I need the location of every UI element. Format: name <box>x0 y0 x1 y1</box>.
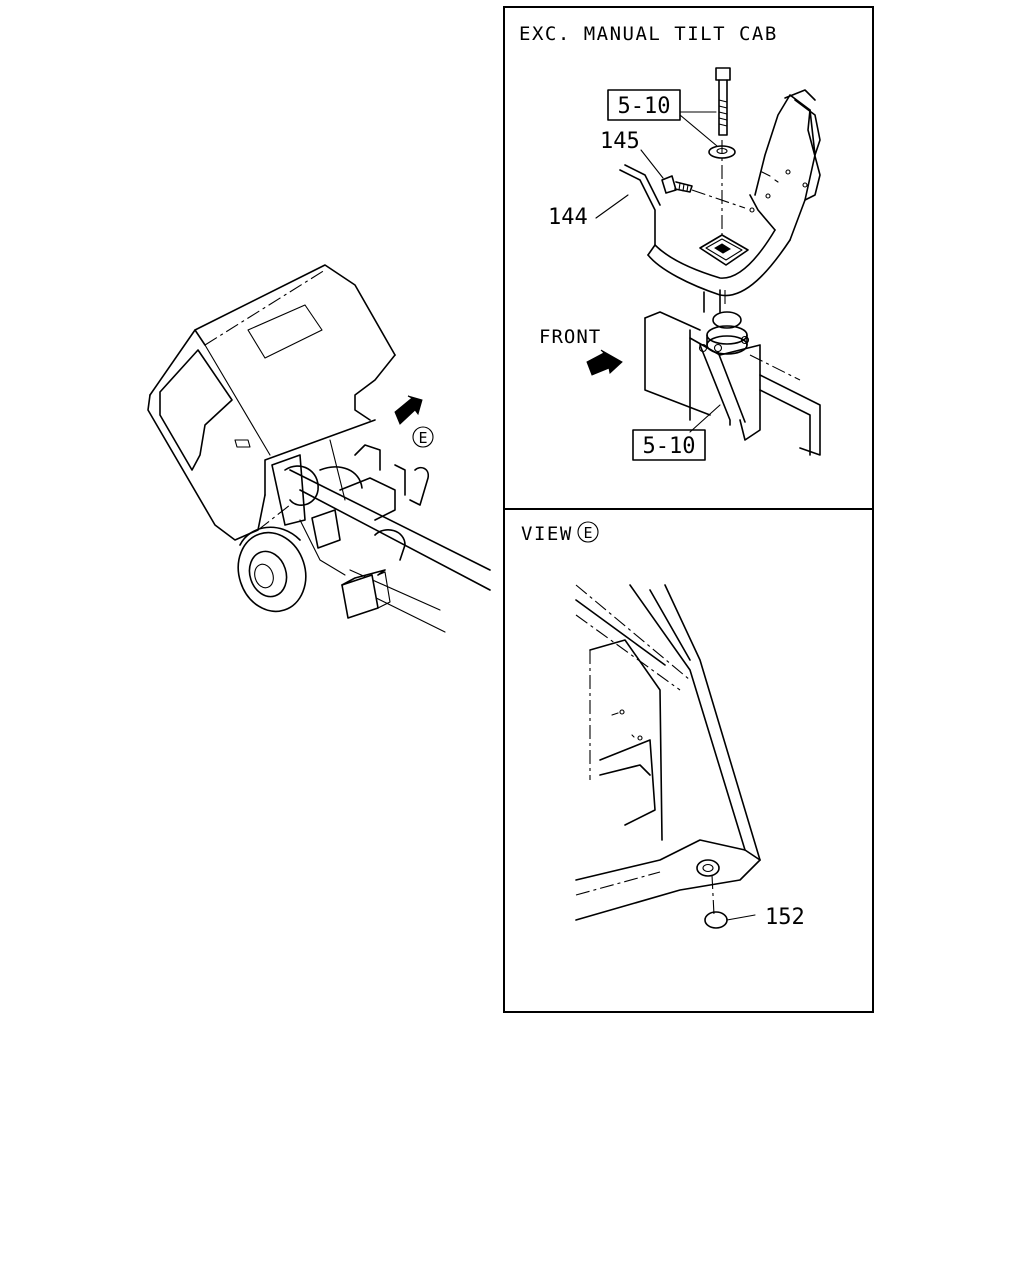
ref-box-lower <box>632 429 706 461</box>
view-e-illustration <box>575 584 761 929</box>
part-144-label: 144 <box>548 205 588 230</box>
ref-box-upper <box>607 89 681 121</box>
view-letter-circle <box>577 521 599 543</box>
ref-label-upper: 5-10 <box>618 94 671 119</box>
view-letter: E <box>583 524 592 542</box>
view-label: VIEW <box>521 523 573 545</box>
truck-overview-illustration: E <box>147 264 491 633</box>
part-145-label: 145 <box>600 129 640 154</box>
view-e-panel <box>503 508 874 1013</box>
front-direction-label: FRONT <box>539 326 601 348</box>
panel-title: EXC. MANUAL TILT CAB <box>519 23 778 45</box>
cab-mount-illustration: FRONT <box>539 67 821 456</box>
overview-view-marker: E <box>418 429 427 447</box>
part-152-label: 152 <box>765 905 805 930</box>
ref-label-lower: 5-10 <box>643 434 696 459</box>
